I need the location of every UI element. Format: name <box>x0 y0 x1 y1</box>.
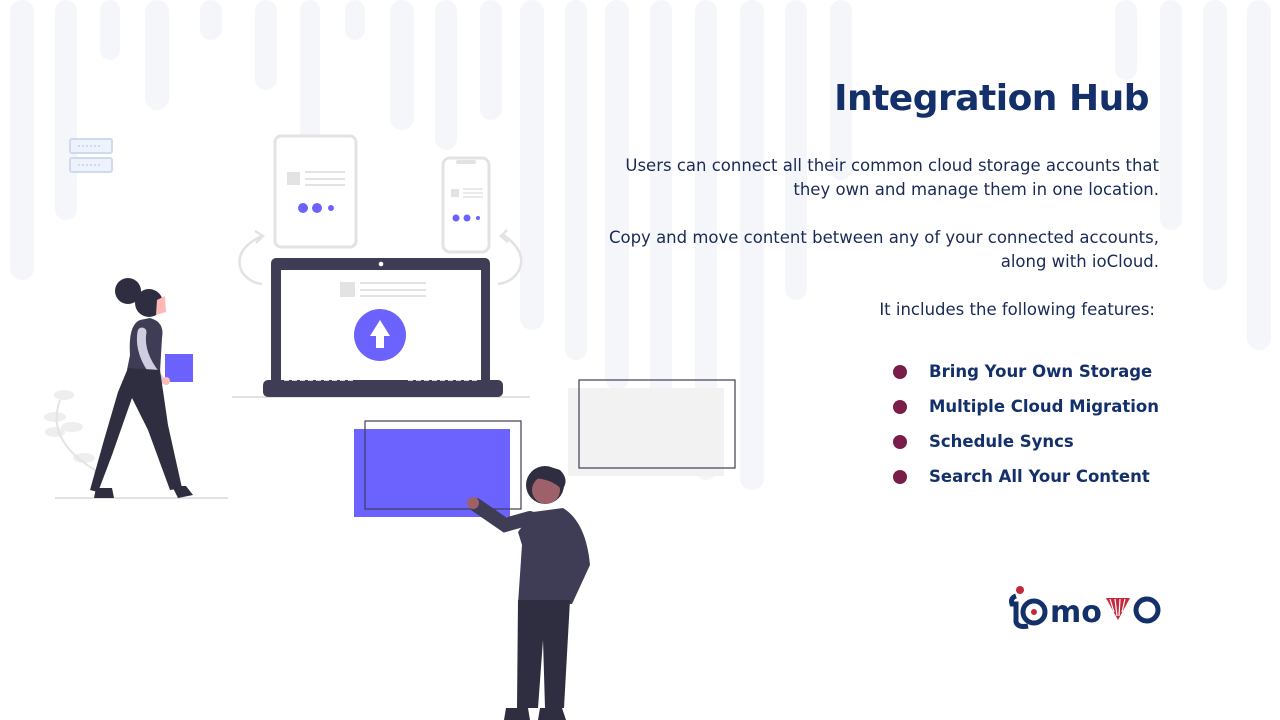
description-paragraph: Copy and move content between any of you… <box>608 228 1159 271</box>
sync-arrow-icon <box>238 229 523 286</box>
bullet-icon <box>893 469 907 484</box>
feature-label: Schedule Syncs <box>929 432 1074 451</box>
laptop-icon <box>263 258 503 397</box>
upload-arrow-icon <box>354 309 406 361</box>
list-item: Schedule Syncs <box>893 424 1159 459</box>
list-item: Bring Your Own Storage <box>893 354 1159 389</box>
hero-illustration <box>44 134 736 720</box>
bullet-icon <box>893 364 907 379</box>
bullet-icon <box>893 434 907 449</box>
feature-list: Bring Your Own Storage Multiple Cloud Mi… <box>893 354 1159 494</box>
feature-label: Multiple Cloud Migration <box>929 397 1159 416</box>
list-item: Search All Your Content <box>893 459 1159 494</box>
server-rack-icon <box>69 138 113 173</box>
list-item: Multiple Cloud Migration <box>893 389 1159 424</box>
woman-figure <box>90 278 193 498</box>
svg-text:mo: mo <box>1050 595 1102 630</box>
slide-title: Integration Hub <box>834 78 1149 119</box>
features-intro: It includes the following features: <box>879 300 1155 319</box>
bullet-icon <box>893 399 907 414</box>
description-paragraph: Users can connect all their common cloud… <box>625 156 1159 199</box>
feature-label: Search All Your Content <box>929 467 1150 486</box>
feature-label: Bring Your Own Storage <box>929 362 1153 381</box>
iomovo-logo: mo <box>1009 586 1161 630</box>
plant-decoration <box>44 390 99 498</box>
man-figure <box>467 466 590 720</box>
tablet-icon <box>273 134 358 249</box>
phone-icon <box>441 156 491 254</box>
